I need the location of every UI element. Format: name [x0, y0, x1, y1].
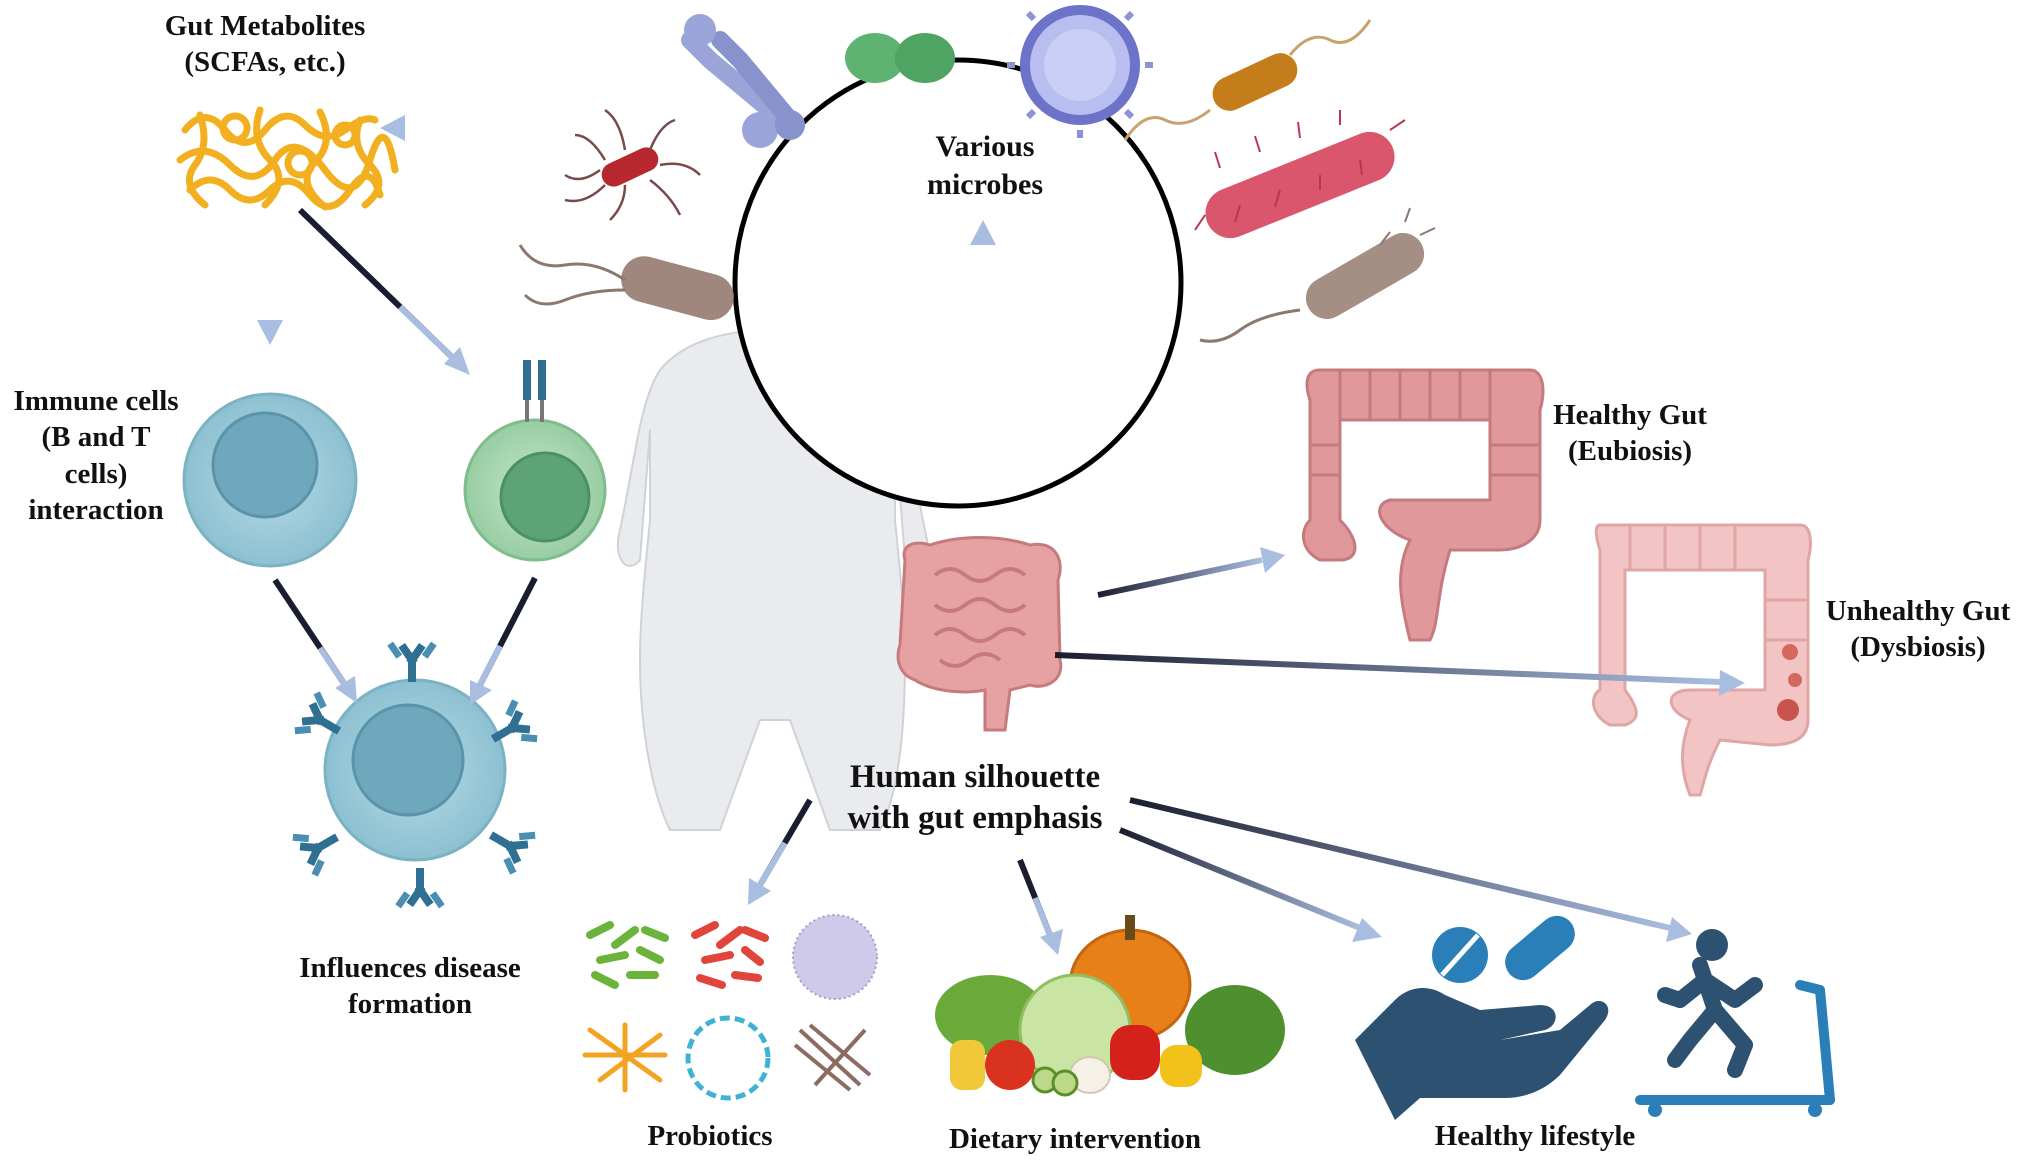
various-microbes-label: Various microbes — [926, 130, 1044, 201]
microbe-zoom-circle — [732, 57, 1184, 509]
arrow-to-healthy-lifestyle-exercise — [1129, 797, 1692, 942]
b-cell-icon — [182, 392, 358, 568]
microbe-icon — [1123, 19, 1372, 141]
microbes-cluster — [518, 5, 1436, 343]
healthy-gut-colon-icon — [1301, 368, 1545, 642]
probiotic-culture-icon — [691, 921, 769, 989]
tomato-icon — [985, 1040, 1035, 1090]
microbe-icon — [518, 244, 734, 321]
microbe-icon — [681, 14, 805, 148]
lesion-icon — [1788, 673, 1802, 687]
arrow-gut-to-unhealthy-gut — [1054, 652, 1745, 696]
arrow-to-dietary-intervention — [1017, 858, 1063, 955]
arrow-to-healthy-lifestyle-pills — [1118, 827, 1382, 942]
lesion-icon — [1782, 644, 1798, 660]
microbe-icon — [1194, 110, 1406, 239]
plasma-cell-icon — [289, 641, 541, 909]
capsule-icon — [1505, 915, 1575, 981]
pills-hand-icon — [1355, 915, 1609, 1120]
pepper-icon — [1160, 1045, 1202, 1087]
t-cell-icon — [463, 360, 607, 562]
antibody-icon — [395, 868, 445, 909]
antibody-icon — [387, 641, 437, 682]
unhealthy-gut-label: Unhealthy Gut (Dysbiosis) — [1825, 595, 2011, 664]
antibody-icon — [289, 815, 350, 879]
cucumber-icon — [1051, 1069, 1079, 1097]
microbe-icon — [1199, 207, 1436, 343]
small-intestine-icon — [896, 536, 1063, 732]
corn-icon — [950, 1040, 985, 1090]
arrow-t-cell-to-plasma-cell — [470, 576, 538, 705]
probiotics-icon — [582, 914, 878, 1101]
healthy-gut-label: Healthy Gut (Eubiosis) — [1553, 399, 1707, 468]
probiotic-culture-icon — [586, 921, 669, 989]
probiotics-label: Probiotics — [647, 1120, 773, 1152]
arrows — [257, 115, 1745, 955]
leafy-greens-icon — [1185, 985, 1285, 1075]
probiotic-culture-icon — [792, 914, 878, 1000]
arrow-gut-to-microbes — [970, 220, 996, 510]
influences-disease-label: Influences disease formation — [299, 952, 521, 1021]
arrow-b-cell-to-plasma-cell — [272, 578, 357, 703]
probiotic-culture-icon — [685, 1015, 771, 1101]
pepper-icon — [1110, 1025, 1160, 1080]
microbe-icon — [564, 108, 701, 221]
dietary-intervention-label: Dietary intervention — [948, 1123, 1202, 1155]
gut-metabolites-icon — [176, 106, 399, 211]
arrow-microbes-to-metabolites — [380, 115, 580, 141]
arrow-gut-to-healthy-gut — [1097, 547, 1285, 598]
probiotic-culture-icon — [793, 1023, 872, 1092]
microbe-icon — [845, 33, 955, 83]
arrow-metabolites-to-t-cell — [297, 207, 470, 375]
human-silhouette-label: Human silhouette with gut emphasis — [847, 759, 1103, 837]
arrow-metabolites-to-b-cell — [257, 210, 283, 345]
treadmill-runner-icon — [1635, 929, 1835, 1117]
immune-cells-label: Immune cells (B and T cells) interaction — [13, 385, 179, 526]
leafy-greens-icon — [935, 975, 1045, 1055]
probiotic-culture-icon — [582, 1022, 668, 1093]
healthy-lifestyle-label: Healthy lifestyle — [1434, 1120, 1636, 1152]
lesion-icon — [1777, 699, 1799, 721]
dietary-intervention-icon — [935, 915, 1285, 1097]
virus-icon — [1007, 5, 1153, 138]
gut-metabolites-label: Gut Metabolites (SCFAs, etc.) — [164, 10, 366, 79]
unhealthy-gut-colon-icon — [1591, 523, 1812, 797]
arrow-to-probiotics — [748, 798, 813, 905]
